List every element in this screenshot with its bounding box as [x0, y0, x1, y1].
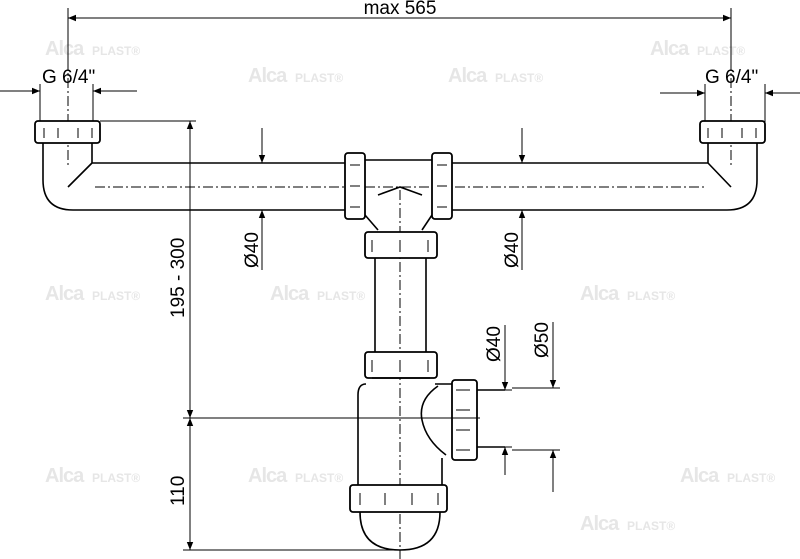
right-inlet-thread-label: G 6/4": [705, 67, 758, 88]
overall-width-dimension: max 565: [67, 0, 732, 60]
svg-text:Alca: Alca: [448, 65, 488, 87]
watermark-logo: Alca PLAST®: [45, 465, 140, 487]
svg-text:Alca: Alca: [45, 283, 85, 305]
watermark-logo: Alca PLAST®: [650, 38, 745, 60]
watermark-logo: Alca PLAST®: [45, 38, 140, 60]
svg-text:Alca: Alca: [580, 513, 620, 535]
right-pipe-diameter-label: Ø40: [502, 232, 523, 268]
trap-height-label: 110: [168, 476, 189, 506]
bottle-trap: [349, 377, 505, 551]
svg-text:PLAST®: PLAST®: [92, 471, 140, 485]
left-inlet-thread-dimension: G 6/4": [0, 67, 137, 122]
tee-fitting: [344, 152, 453, 259]
height-range-label: 195 - 300: [168, 238, 189, 318]
svg-text:PLAST®: PLAST®: [92, 289, 140, 303]
svg-text:PLAST®: PLAST®: [727, 471, 775, 485]
svg-text:Alca: Alca: [248, 65, 288, 87]
svg-text:PLAST®: PLAST®: [92, 44, 140, 58]
overall-width-label: max 565: [364, 0, 437, 19]
watermark-logo: Alca PLAST®: [580, 283, 675, 305]
left-inlet-thread-label: G 6/4": [42, 67, 95, 88]
left-pipe-diameter-label: Ø40: [242, 232, 263, 268]
svg-text:Alca: Alca: [270, 283, 310, 305]
watermark-logo: Alca PLAST®: [45, 283, 140, 305]
svg-text:Alca: Alca: [580, 283, 620, 305]
svg-text:Alca: Alca: [45, 465, 85, 487]
svg-text:Alca: Alca: [650, 38, 690, 60]
svg-text:PLAST®: PLAST®: [697, 44, 745, 58]
svg-text:PLAST®: PLAST®: [627, 289, 675, 303]
svg-text:PLAST®: PLAST®: [295, 471, 343, 485]
svg-text:Alca: Alca: [45, 38, 85, 60]
svg-text:PLAST®: PLAST®: [627, 519, 675, 533]
svg-text:Alca: Alca: [248, 465, 288, 487]
watermark-logo: Alca PLAST®: [448, 65, 543, 87]
svg-text:PLAST®: PLAST®: [295, 71, 343, 85]
vertical-pipe: [364, 258, 438, 379]
outlet-diameter-dimensions: Ø40 Ø50: [484, 322, 560, 492]
right-inlet-arm: [452, 120, 766, 211]
watermark-logo: Alca PLAST®: [248, 465, 343, 487]
right-pipe-diameter-dimension: Ø40: [502, 128, 526, 270]
watermark-logo: Alca PLAST®: [680, 465, 775, 487]
watermark-logo: Alca PLAST®: [248, 65, 343, 87]
outlet-outer-diameter-label: Ø50: [532, 322, 553, 358]
svg-text:Alca: Alca: [680, 465, 720, 487]
svg-text:PLAST®: PLAST®: [495, 71, 543, 85]
outlet-inner-diameter-label: Ø40: [484, 326, 505, 362]
svg-text:PLAST®: PLAST®: [317, 289, 365, 303]
left-pipe-diameter-dimension: Ø40: [242, 128, 266, 270]
left-inlet-arm: [34, 120, 345, 211]
right-inlet-thread-dimension: G 6/4": [660, 67, 800, 122]
height-dimensions: 195 - 300 110: [100, 120, 480, 551]
watermark-logo: Alca PLAST®: [270, 283, 365, 305]
watermark-logo: Alca PLAST®: [580, 513, 675, 535]
